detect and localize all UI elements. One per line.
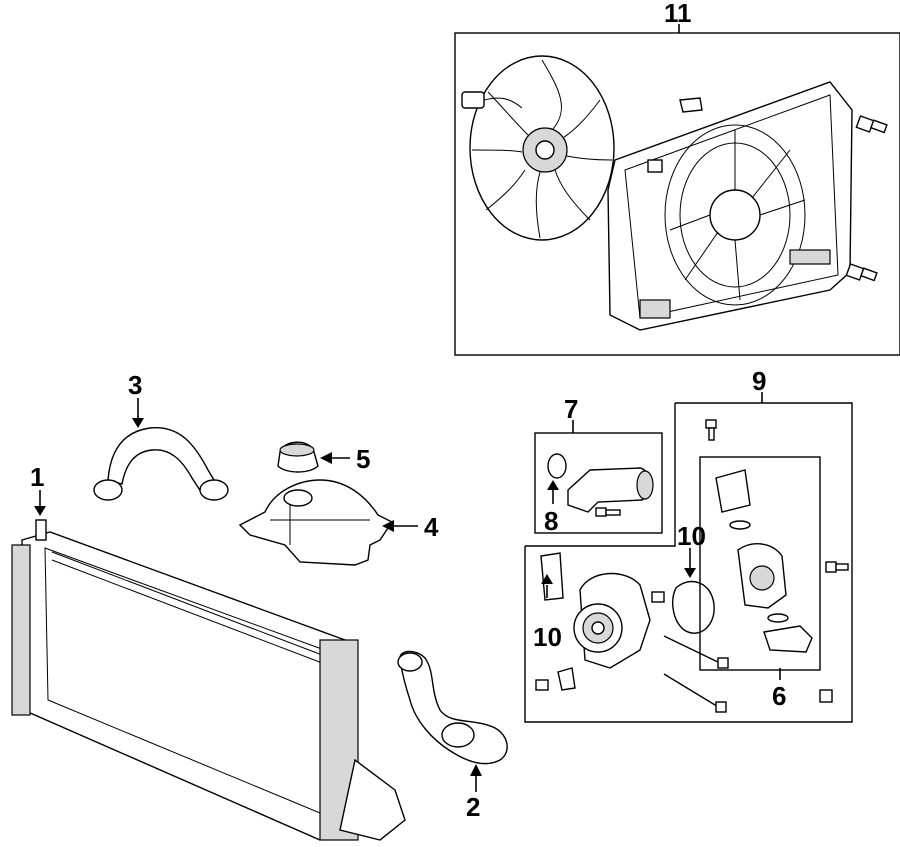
- thermostat-bolt-side: [825, 561, 849, 573]
- fan-connector: [461, 91, 485, 109]
- pump-gasket: [540, 552, 564, 601]
- pump-long-bolt-1: [663, 635, 729, 669]
- pump-bracket: [557, 667, 576, 691]
- pump-long-bolt-2: [663, 673, 727, 713]
- thermostat-inner-box: [699, 456, 821, 671]
- callout-6: 6: [772, 681, 786, 711]
- pump-bolt: [651, 591, 665, 603]
- fan-assembly-box: [454, 32, 900, 356]
- radiator: [11, 519, 406, 841]
- radiator-drain-plug: [35, 519, 47, 541]
- fan-assembly-group: 11: [454, 0, 900, 356]
- radiator-cap: [277, 441, 319, 473]
- fan-clip: [679, 97, 703, 113]
- thermostat-bolt-top: [705, 419, 717, 441]
- thermostat-group: 9 6: [674, 366, 853, 711]
- outlet-group: 7 8: [534, 394, 663, 536]
- callout-4: 4: [424, 512, 439, 542]
- thermostat-outer-box: [674, 402, 853, 430]
- fan-bolt-lower: [845, 263, 878, 282]
- upper-radiator-hose: [93, 427, 229, 501]
- lower-radiator-hose: [397, 650, 508, 765]
- pump-bolt-lower: [535, 679, 549, 691]
- cooling-fan: [461, 55, 615, 241]
- callout-1: 1: [30, 462, 44, 492]
- outlet-box: [534, 432, 663, 534]
- coolant-reservoir: [238, 479, 394, 566]
- callout-7: 7: [564, 394, 578, 424]
- outlet-bolt: [595, 507, 621, 517]
- pump-seal: [672, 580, 715, 634]
- thermostat: [715, 469, 813, 653]
- callout-9: 9: [752, 366, 766, 396]
- coolant-outlet: [567, 467, 654, 513]
- water-pump: [573, 572, 651, 669]
- callout-10-gasket: 10: [533, 622, 562, 652]
- callout-5: 5: [356, 444, 370, 474]
- water-pump-group: 10 10: [524, 430, 853, 723]
- water-pump-box: [524, 430, 853, 723]
- outlet-seal: [547, 453, 567, 479]
- callout-11: 11: [664, 0, 692, 28]
- callout-8: 8: [544, 506, 558, 536]
- fan-shroud: [607, 81, 853, 331]
- thermostat-bolt-bottom: [819, 689, 833, 703]
- fan-bolt-upper: [855, 115, 888, 134]
- callout-2: 2: [466, 792, 480, 822]
- callout-3: 3: [128, 370, 142, 400]
- callout-10-seal: 10: [677, 521, 706, 551]
